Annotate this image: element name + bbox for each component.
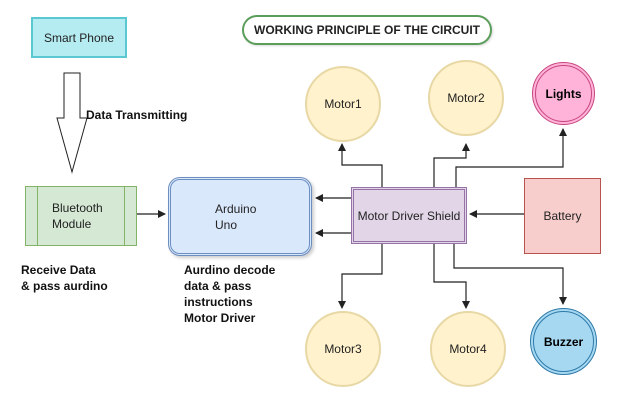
receive-caption-line1: Receive Data xyxy=(21,263,96,277)
motor1-node: Motor1 xyxy=(305,66,381,142)
motor4-node: Motor4 xyxy=(430,311,506,387)
data-transmitting-label: Data Transmitting xyxy=(86,108,188,122)
motor-driver-shield-node: Motor Driver Shield xyxy=(351,187,467,244)
bt-divider-left xyxy=(37,187,38,245)
motor2-node: Motor2 xyxy=(428,60,504,136)
diagram-title: WORKING PRINCIPLE OF THE CIRCUIT xyxy=(242,15,492,45)
battery-node: Battery xyxy=(524,178,601,254)
bluetooth-label-line1: Bluetooth xyxy=(52,201,103,215)
motor3-node: Motor3 xyxy=(305,311,381,387)
decode-caption-line2: data & pass xyxy=(184,279,252,293)
mds-to-motor1-connector xyxy=(338,143,383,187)
bt-divider-right xyxy=(124,187,125,245)
bluetooth-label: Bluetooth Module xyxy=(52,200,103,232)
data-transmit-arrow xyxy=(56,72,88,174)
buzzer-node: Buzzer xyxy=(530,308,597,375)
bluetooth-module-node: Bluetooth Module xyxy=(25,186,137,246)
receive-caption-line2: & pass aurdino xyxy=(21,279,108,293)
smart-phone-node: Smart Phone xyxy=(31,17,127,58)
mds-to-buzzer-connector xyxy=(453,244,567,305)
arduino-label-line1: Arduino xyxy=(215,201,257,216)
lights-node: Lights xyxy=(532,62,595,125)
mds-to-motor3-connector xyxy=(338,244,383,309)
bluetooth-label-line2: Module xyxy=(52,217,92,231)
arduino-uno-node: Arduino Uno xyxy=(168,177,312,256)
mds-to-lights-connector xyxy=(455,128,567,187)
mds-to-motor2-connector xyxy=(433,143,470,187)
decode-caption-line3: instructions xyxy=(184,295,253,309)
mds-to-motor4-connector xyxy=(433,244,470,309)
arduino-label-line2: Uno xyxy=(215,217,238,232)
receive-data-caption: Receive Data & pass aurdino xyxy=(21,262,108,294)
decode-caption: Aurdino decode data & pass instructions … xyxy=(184,262,275,326)
decode-caption-line1: Aurdino decode xyxy=(184,263,276,277)
decode-caption-line4: Motor Driver xyxy=(184,311,256,325)
arduino-label: Arduino Uno xyxy=(215,201,256,233)
